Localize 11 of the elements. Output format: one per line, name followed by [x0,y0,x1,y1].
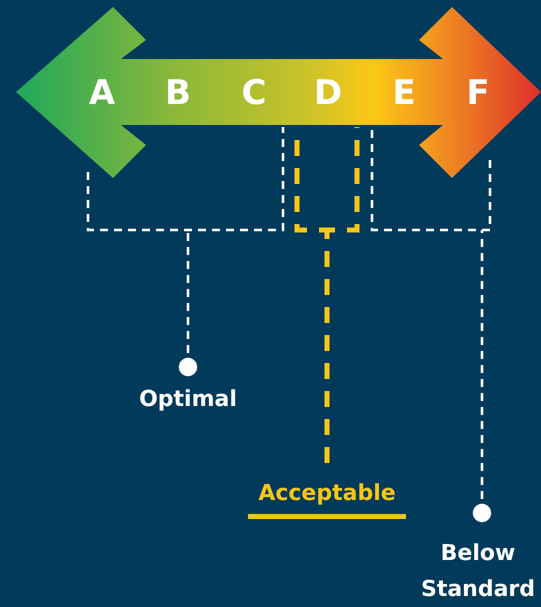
grade-letter: A [88,73,116,113]
category-label: Below Standard [415,536,541,607]
grade-letter: F [465,73,491,113]
leader-line [294,124,360,466]
grade-letter: C [240,73,268,113]
category-label: Acceptable [248,476,406,519]
grade-letter: B [164,73,192,113]
category-label: Optimal [128,382,248,418]
grade-letter: D [312,73,344,113]
grade-letter: E [391,73,417,113]
leader-line [86,126,284,376]
